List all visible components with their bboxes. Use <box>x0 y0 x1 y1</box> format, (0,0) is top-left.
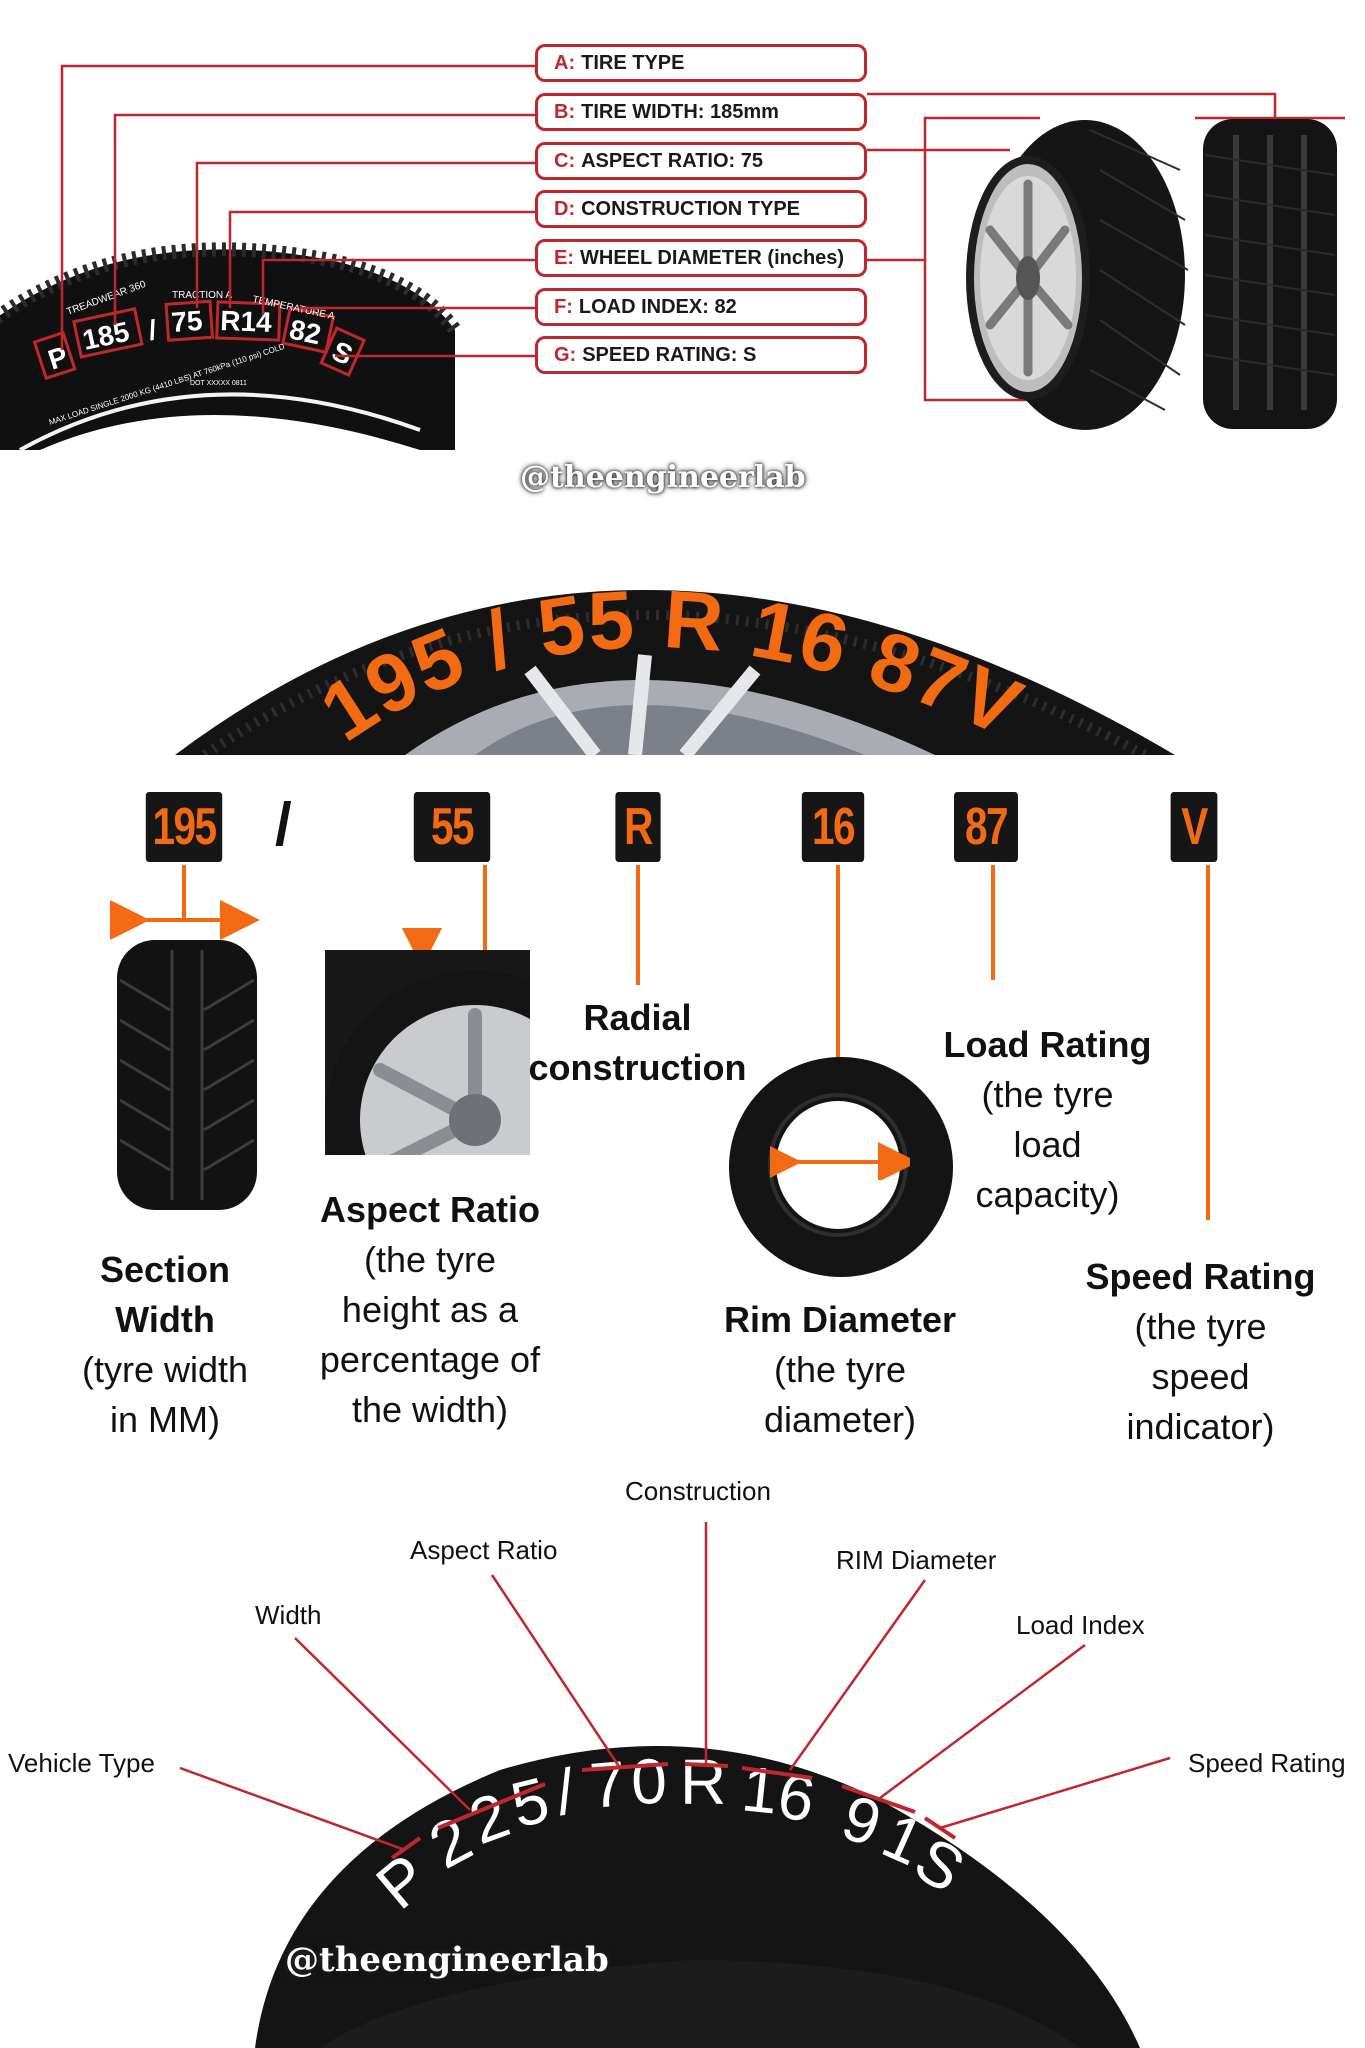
label-rim-diameter-bottom: RIM Diameter <box>836 1545 997 1575</box>
code-aspect: 55 <box>413 792 491 862</box>
desc-section-width: Section Width (tyre width in MM) <box>81 1249 249 1440</box>
label-wheel-diameter: E:WHEEL DIAMETER (inches) <box>535 239 867 277</box>
code-speed: V <box>1170 792 1218 862</box>
code-width: 195 <box>145 792 223 862</box>
code-char-0: 0 <box>630 1745 668 1818</box>
desc-rim-diameter: Rim Diameter (the tyre diameter) <box>723 1299 957 1440</box>
code-rim: 16 <box>801 792 865 862</box>
tire-tread-view <box>1203 119 1337 429</box>
watermark-bottom: @theengineerlab <box>285 1940 609 1980</box>
label-aspect-ratio: C:ASPECT RATIO: 75 <box>535 142 867 180</box>
desc-load-rating: Load Rating (the tyre load capacity) <box>943 1024 1152 1215</box>
desc-aspect-ratio: Aspect Ratio (the tyre height as a perce… <box>319 1189 541 1430</box>
bottom-tire-diagram: P 2 2 5 / 7 0 R 1 6 9 1 S <box>179 1522 1171 2048</box>
section-width-tire-image <box>117 940 257 1210</box>
code-slash: / <box>275 791 292 858</box>
label-speed-rating: G:SPEED RATING: S <box>535 336 867 374</box>
wheel-side-view <box>966 120 1189 430</box>
rim-diameter-arrow <box>770 1142 910 1180</box>
code-construction: R <box>615 792 661 862</box>
label-speed-rating-bottom: Speed Rating <box>1188 1748 1346 1778</box>
label-load-index: F:LOAD INDEX: 82 <box>535 288 867 326</box>
code-char-r: R <box>680 1746 726 1818</box>
label-load-index-bottom: Load Index <box>1016 1610 1145 1640</box>
label-aspect-ratio-bottom: Aspect Ratio <box>410 1535 558 1565</box>
code-char-1: 1 <box>739 1752 782 1827</box>
sidewall-traction: TRACTION A <box>172 290 232 301</box>
connector-lines <box>60 64 1345 402</box>
sidewall-dot: DOT XXXXX 0811 <box>190 380 247 387</box>
aspect-ratio-wheel-image <box>325 950 530 1155</box>
big-tire-arc: 195 / 55 R 16 87V <box>175 574 1175 755</box>
label-width: Width <box>255 1600 322 1630</box>
label-tire-width: B:TIRE WIDTH: 185mm <box>535 93 867 131</box>
code-load: 87 <box>954 792 1018 862</box>
desc-radial: Radial construction <box>528 997 747 1088</box>
label-construction: Construction <box>625 1476 771 1506</box>
label-tire-type: A:TIRE TYPE <box>535 44 867 82</box>
code-char-7: 7 <box>587 1747 629 1822</box>
sidewall-code-aspect: 75 <box>170 305 203 338</box>
label-vehicle-type: Vehicle Type <box>8 1748 155 1778</box>
bottom-tire-shape <box>255 1746 1140 2048</box>
desc-speed-rating: Speed Rating (the tyre speed indicator) <box>1085 1256 1316 1447</box>
label-construction-type: D:CONSTRUCTION TYPE <box>535 190 867 228</box>
watermark-top: @theengineerlab <box>520 460 806 495</box>
